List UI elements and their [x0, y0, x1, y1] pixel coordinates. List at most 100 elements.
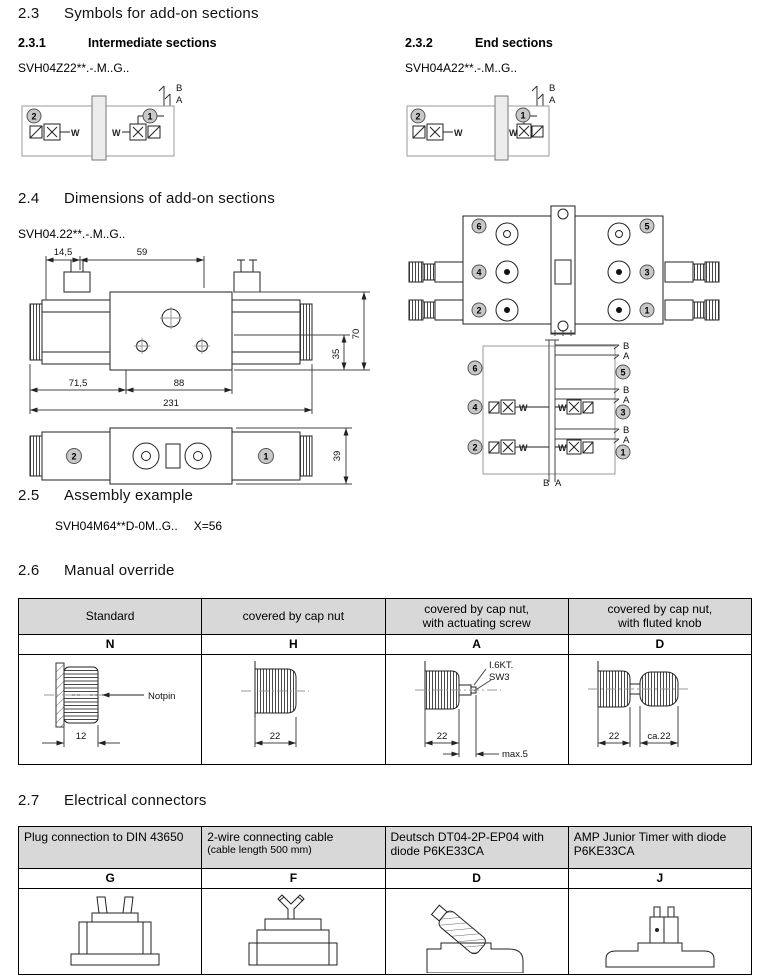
port-label-a: A [555, 478, 562, 488]
port-label-b: B [543, 478, 549, 488]
spring-symbol: W [558, 443, 567, 453]
port-badges: 6 5 4 3 2 1 [467, 360, 631, 460]
valve-symbol-left [29, 123, 70, 141]
override-code-a: A [385, 634, 569, 655]
dim-label: 12 [76, 731, 87, 742]
section-2-4-number: 2.4 [18, 190, 40, 207]
override-header-cap-nut: covered by cap nut [202, 599, 386, 635]
section-2-3-number: 2.3 [18, 5, 40, 22]
svg-text:5: 5 [620, 368, 625, 378]
section-2-6-title: Manual override [64, 562, 175, 579]
override-drawing-fluted-knob: 22 ca.22 [568, 654, 752, 765]
svg-text:1: 1 [644, 306, 649, 316]
dim-label-green: ca.22 [647, 731, 670, 742]
section-2-3-2-title: End sections [475, 36, 553, 50]
dim-label: 22 [609, 731, 620, 742]
svg-text:4: 4 [476, 268, 481, 278]
section-2-3-1-number: 2.3.1 [18, 36, 46, 50]
override-header-actuating-screw: covered by cap nut, with actuating screw [385, 599, 569, 635]
hex-socket-label: I.6KT. [489, 660, 513, 671]
spring-symbol: W [112, 128, 121, 138]
dim-label: 14,5 [54, 247, 73, 258]
deutsch-connector-drawing [426, 904, 524, 973]
section-2-3-heading: 2.3 Symbols for add-on sections [18, 5, 259, 22]
section-2-5-number: 2.5 [18, 487, 40, 504]
type-code-assembly: SVH04M64**D-0M..G.. [55, 519, 178, 533]
dimension-drawing-front: 14,5 59 70 35 71,5 88 231 [29, 247, 370, 414]
assembly-schematic: B A B A B A W W W W 6 [467, 339, 631, 488]
notpin-label: Notpin [148, 691, 175, 702]
override-code-h: H [202, 634, 386, 655]
port-label-a: A [623, 435, 630, 446]
wrench-size-label: SW3 [489, 672, 510, 683]
port-2-badge: 2 [410, 108, 426, 124]
dim-label: 71,5 [69, 378, 88, 389]
connector-drawing-cable [202, 889, 386, 975]
assembly-example-code: SVH04M64**D-0M..G..X=56 [55, 519, 222, 533]
spring-symbol: W [509, 128, 518, 138]
cable-drawing [248, 893, 338, 965]
port-label-a: A [549, 95, 556, 106]
valve-symbol-left [412, 123, 453, 141]
section-2-7-heading: 2.7 Electrical connectors [18, 792, 207, 809]
svg-text:6: 6 [472, 364, 477, 374]
port-1-badge: 1 [515, 107, 531, 123]
override-code-d: D [568, 634, 752, 655]
connector-header-amp: AMP Junior Timer with diode P6KE33CA [568, 827, 752, 869]
section-2-4-heading: 2.4 Dimensions of add-on sections [18, 190, 275, 207]
port-1-badge: 1 [142, 108, 158, 124]
override-d-drawing: 22 ca.22 [587, 661, 690, 748]
valve-symbol-right [122, 115, 164, 141]
dim-label: 39 [332, 451, 343, 462]
intermediate-section-symbol: B A W W 2 1 [21, 83, 183, 161]
svg-text:2: 2 [472, 443, 477, 453]
override-h-drawing: 22 [241, 661, 310, 748]
svg-text:2: 2 [71, 452, 76, 462]
port-badges: 2 1 [66, 448, 274, 464]
section-2-7-number: 2.7 [18, 792, 40, 809]
valve-symbols-row-4-3 [488, 399, 594, 415]
svg-text:1: 1 [620, 448, 625, 458]
din-plug-drawing [70, 896, 160, 965]
port-label-b: B [549, 83, 555, 94]
port-2-badge: 2 [26, 108, 42, 124]
svg-text:4: 4 [472, 403, 477, 413]
svg-text:2: 2 [476, 306, 481, 316]
port-label-b: B [176, 83, 182, 94]
connector-header-cable: 2-wire connecting cable(cable length 500… [202, 827, 386, 869]
svg-text:3: 3 [620, 408, 625, 418]
dim-label: 35 [331, 349, 342, 360]
amp-connector-drawing [605, 906, 715, 967]
section-2-3-title: Symbols for add-on sections [64, 5, 259, 22]
connector-drawing-deutsch [385, 889, 569, 975]
override-drawing-standard: Notpin 12 [19, 654, 203, 765]
port-label-b: B [623, 425, 629, 436]
dim-label: 88 [174, 378, 185, 389]
override-drawing-actuating-screw: I.6KT. SW3 22 max.5 [385, 654, 569, 765]
section-2-6-number: 2.6 [18, 562, 40, 579]
port-label-a: A [623, 395, 630, 406]
override-n-drawing: Notpin 12 [42, 662, 176, 748]
port-label-b: B [623, 385, 629, 396]
svg-text:6: 6 [476, 222, 481, 232]
dim-label: 59 [137, 247, 148, 258]
section-2-6-heading: 2.6 Manual override [18, 562, 175, 579]
type-code-intermediate: SVH04Z22**.-.M..G.. [18, 61, 130, 75]
section-2-3-1-title: Intermediate sections [88, 36, 217, 50]
dim-label: max.5 [502, 749, 528, 760]
svg-text:2: 2 [415, 112, 420, 122]
manual-override-table: Standard covered by cap nut covered by c… [18, 598, 752, 765]
dim-label: 231 [163, 398, 179, 409]
override-header-standard: Standard [19, 599, 203, 635]
override-a-drawing: I.6KT. SW3 22 max.5 [414, 660, 528, 760]
svg-text:3: 3 [644, 268, 649, 278]
section-2-3-1-heading: 2.3.1 Intermediate sections [18, 36, 217, 50]
connector-header-deutsch: Deutsch DT04-2P-EP04 with diode P6KE33CA [385, 827, 569, 869]
section-2-4-title: Dimensions of add-on sections [64, 190, 275, 207]
spring-symbol: W [519, 443, 528, 453]
override-code-n: N [19, 634, 203, 655]
section-2-7-title: Electrical connectors [64, 792, 207, 809]
